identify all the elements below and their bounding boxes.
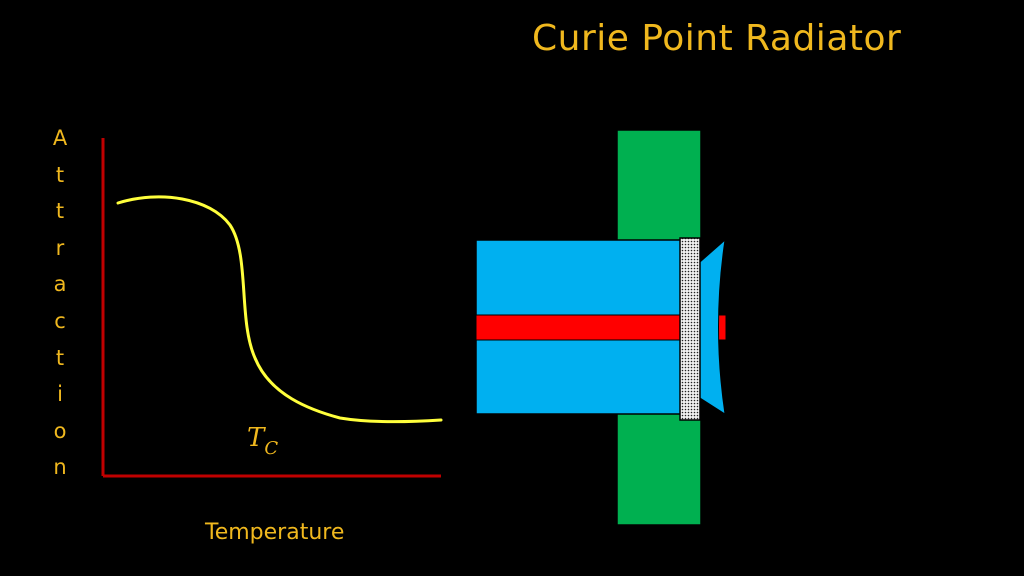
y-axis-label-letter: a (53, 272, 67, 297)
dotted-separator-plate (679, 237, 701, 421)
y-axis-label-letter: t (55, 345, 65, 370)
y-axis-label-letter: A (52, 126, 68, 150)
y-axis-label-letter: r (55, 235, 65, 260)
y-axis-label-letter: t (55, 199, 65, 224)
y-axis-label-letter: c (54, 308, 66, 333)
curie-temperature-label: TC (247, 423, 278, 459)
y-axis-label-letter: n (53, 455, 67, 480)
y-axis-label-letter: t (55, 162, 65, 187)
slide-title: Curie Point Radiator (532, 18, 902, 59)
blue-flexible-flap (699, 238, 726, 416)
curie-radiator-device (475, 129, 727, 526)
y-axis-label-letter: o (53, 418, 67, 443)
attraction-curve (116, 195, 443, 424)
y-axis-label-letter: i (57, 382, 63, 407)
graph-axes (101, 138, 441, 478)
x-axis-label: Temperature (205, 520, 345, 545)
